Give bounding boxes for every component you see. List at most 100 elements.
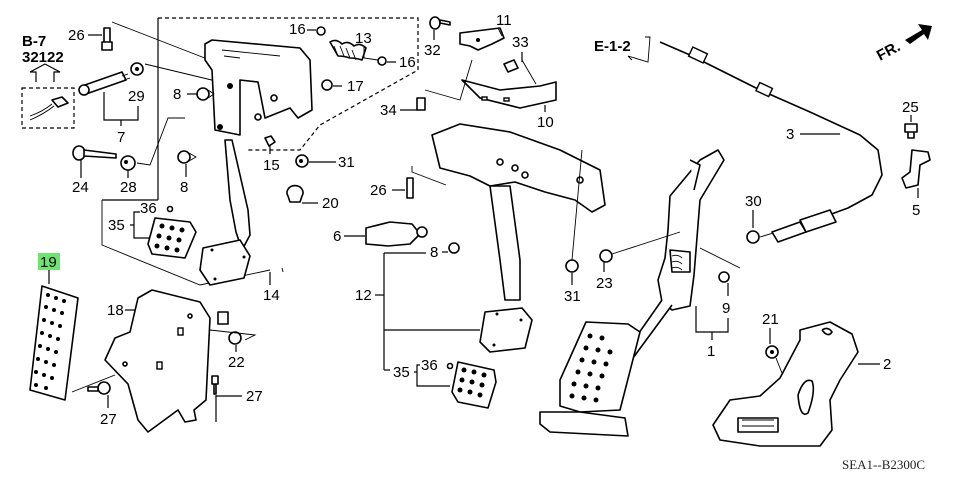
callout-8-a[interactable]: 8	[173, 86, 181, 103]
callout-28[interactable]: 28	[120, 179, 137, 196]
part-36-clip-b[interactable]	[446, 362, 454, 370]
part-1-accelerator-pedal[interactable]	[539, 149, 725, 437]
callout-7[interactable]: 7	[117, 129, 125, 146]
front-label: FR.	[874, 38, 903, 64]
part-24-bolt[interactable]	[72, 145, 117, 161]
part-16-cap-a[interactable]	[316, 26, 326, 36]
callout-34[interactable]: 34	[380, 102, 397, 119]
part-3-cable-end[interactable]	[771, 209, 837, 243]
arrow-right-icon	[905, 24, 932, 44]
callout-30[interactable]: 30	[745, 193, 762, 210]
part-11-bracket[interactable]	[459, 27, 505, 51]
part-8-clip-a[interactable]	[196, 87, 215, 101]
callout-19[interactable]: 19	[40, 254, 57, 271]
callout-32[interactable]: 32	[424, 42, 441, 59]
part-36-clip-a[interactable]	[166, 205, 174, 213]
diagram-code: SEA1--B2300C	[842, 457, 925, 472]
callout-36-a[interactable]: 36	[140, 200, 157, 217]
connector-icon	[29, 96, 69, 121]
b7-part-label[interactable]: 32122	[22, 49, 64, 66]
callout-18[interactable]: 18	[107, 302, 124, 319]
callout-6[interactable]: 6	[333, 228, 341, 245]
callout-1[interactable]: 1	[707, 343, 715, 360]
callout-25[interactable]: 25	[902, 99, 919, 116]
part-27-bolt-a[interactable]	[87, 381, 111, 395]
e12-ref-label[interactable]: E-1-2	[594, 38, 631, 55]
front-direction-arrow: FR.	[874, 24, 932, 65]
part-16-cap-b[interactable]	[377, 56, 387, 66]
part-15-pin[interactable]	[264, 135, 276, 147]
callout-35-a[interactable]: 35	[108, 217, 125, 234]
callout-21[interactable]: 21	[762, 311, 779, 328]
part-10-bracket[interactable]	[461, 79, 557, 109]
part-18-cover[interactable]	[104, 289, 211, 433]
part-29-nut[interactable]	[130, 62, 144, 76]
b7-ref-label[interactable]: B-7	[22, 33, 46, 50]
part-35-clutch-pad-a[interactable]	[147, 217, 197, 259]
part-8-clip-b[interactable]	[177, 150, 197, 164]
part-32-bolt[interactable]	[429, 16, 451, 30]
part-22-bracket-nut[interactable]	[217, 311, 242, 345]
part-25-bolt[interactable]	[904, 123, 918, 139]
part-33-bolt[interactable]	[503, 59, 519, 73]
part-31-nut-b[interactable]	[565, 259, 579, 273]
callout-8-c[interactable]: 8	[430, 244, 438, 261]
part-27-bolt-b[interactable]	[211, 375, 219, 395]
callout-35-b[interactable]: 35	[393, 364, 410, 381]
callout-31-b[interactable]: 31	[564, 288, 581, 305]
part-26-bolt-b[interactable]	[406, 177, 414, 199]
part-bracket-upper-left[interactable]	[204, 39, 313, 136]
b7-reference[interactable]: B-7 32122	[22, 33, 64, 66]
callout-17[interactable]: 17	[347, 78, 364, 95]
callout-14[interactable]: 14	[263, 287, 280, 304]
callout-2[interactable]: 2	[883, 356, 891, 373]
callout-36-b[interactable]: 36	[421, 357, 438, 374]
part-26-bolt[interactable]	[101, 27, 113, 51]
part-3-cable[interactable]	[659, 41, 883, 221]
callout-22[interactable]: 22	[228, 354, 245, 371]
callout-12[interactable]: 12	[355, 287, 372, 304]
part-2-mount[interactable]	[712, 321, 859, 447]
callout-26-b[interactable]: 26	[370, 182, 387, 199]
callout-20[interactable]: 20	[322, 195, 339, 212]
part-14-pedal-arm[interactable]	[199, 139, 251, 286]
callout-8-b[interactable]: 8	[180, 179, 188, 196]
callout-9[interactable]: 9	[722, 300, 730, 317]
callout-16-a[interactable]: 16	[289, 21, 306, 38]
callout-10[interactable]: 10	[537, 114, 554, 131]
part-7-switch[interactable]	[78, 71, 131, 96]
part-5-bracket[interactable]	[901, 149, 931, 189]
part-28-nut[interactable]	[120, 155, 136, 171]
part-6-switch[interactable]	[365, 221, 428, 247]
callout-26[interactable]: 26	[68, 27, 85, 44]
callout-31-a[interactable]: 31	[338, 154, 355, 171]
part-20-stopper[interactable]	[286, 184, 304, 203]
part-brake-bracket[interactable]	[431, 123, 606, 213]
part-9-stopper[interactable]	[718, 271, 730, 283]
callout-5[interactable]: 5	[912, 202, 920, 219]
callout-33[interactable]: 33	[512, 34, 529, 51]
part-35-brake-pad-b[interactable]	[451, 361, 497, 409]
callout-15[interactable]: 15	[263, 157, 280, 174]
callout-27-b[interactable]: 27	[246, 388, 263, 405]
callout-29[interactable]: 29	[128, 88, 145, 105]
connector-box	[21, 87, 75, 129]
part-19-pedal-pad[interactable]	[29, 285, 79, 401]
callout-24[interactable]: 24	[72, 179, 89, 196]
part-21-nut[interactable]	[765, 345, 779, 359]
part-13-spring[interactable]	[329, 39, 367, 61]
callout-27-a[interactable]: 27	[100, 411, 117, 428]
callout-16-b[interactable]: 16	[399, 54, 416, 71]
callout-23[interactable]: 23	[596, 275, 613, 292]
part-17-bushing[interactable]	[321, 79, 333, 91]
part-34-bolt[interactable]	[416, 97, 426, 111]
part-23-nut[interactable]	[599, 249, 613, 263]
part-12-brake-pedal[interactable]	[479, 185, 533, 353]
part-31-nut-a[interactable]	[295, 154, 309, 168]
part-8-clip-c[interactable]	[448, 242, 460, 254]
part-30-nut[interactable]	[746, 230, 760, 244]
callout-3[interactable]: 3	[786, 126, 794, 143]
callout-11[interactable]: 11	[496, 12, 512, 29]
callout-13[interactable]: 13	[355, 30, 372, 47]
